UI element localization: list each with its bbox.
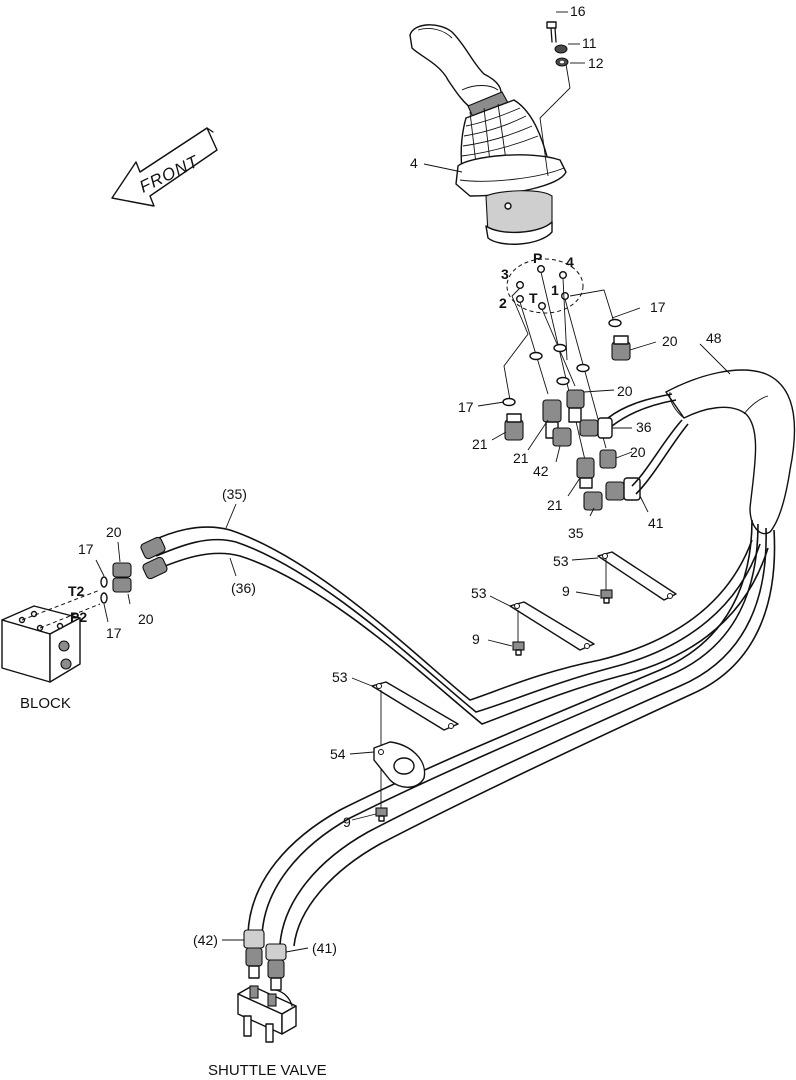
callout-17: 17 bbox=[78, 541, 94, 557]
screw-16 bbox=[546, 21, 557, 43]
callout-20: 20 bbox=[138, 611, 154, 627]
callout-20: 20 bbox=[617, 383, 633, 399]
block bbox=[1, 589, 101, 683]
callout-17: 17 bbox=[458, 399, 474, 415]
port-group bbox=[503, 258, 615, 461]
callout-53: 53 bbox=[332, 669, 348, 685]
hose-end-35 bbox=[140, 536, 166, 560]
long-hoses bbox=[149, 519, 776, 947]
adapter-20 bbox=[566, 389, 585, 423]
adapter-20 bbox=[611, 335, 631, 361]
bracket-53 bbox=[597, 551, 677, 601]
callout-17: 17 bbox=[106, 625, 122, 641]
callout-42-ref: (42) bbox=[193, 932, 218, 948]
clamp-54 bbox=[373, 741, 426, 788]
callout-35: 35 bbox=[568, 525, 584, 541]
o-ring-17 bbox=[100, 592, 108, 604]
adapter-20 bbox=[112, 577, 132, 593]
callout-9: 9 bbox=[343, 814, 351, 830]
o-ring bbox=[576, 363, 590, 373]
o-ring bbox=[529, 351, 543, 361]
hose-fitting-35 bbox=[583, 491, 603, 511]
callout-20: 20 bbox=[106, 524, 122, 540]
adapter-20 bbox=[112, 562, 132, 578]
bracket-53 bbox=[371, 681, 459, 731]
callout-35-ref: (35) bbox=[222, 486, 247, 502]
callout-42: 42 bbox=[533, 463, 549, 479]
callout-21: 21 bbox=[472, 436, 488, 452]
joystick-lever bbox=[409, 24, 567, 245]
shuttle-valve-caption: SHUTTLE VALVE bbox=[208, 1062, 327, 1079]
port-t: T bbox=[529, 290, 538, 306]
callout-12: 12 bbox=[588, 55, 604, 71]
hose-fitting-41 bbox=[605, 477, 641, 501]
callout-16: 16 bbox=[570, 3, 586, 19]
adapter-21 bbox=[576, 457, 595, 489]
port-2: 2 bbox=[499, 295, 507, 311]
callout-36: 36 bbox=[636, 419, 652, 435]
hose-end-42 bbox=[243, 929, 265, 979]
port-1: 1 bbox=[551, 282, 559, 298]
o-ring-17 bbox=[608, 318, 622, 328]
bracket-53 bbox=[509, 601, 595, 651]
callout-11: 11 bbox=[582, 35, 597, 51]
shuttle-valve bbox=[237, 985, 297, 1043]
port-p2: P2 bbox=[70, 609, 87, 625]
callout-41-ref: (41) bbox=[312, 940, 337, 956]
callout-9: 9 bbox=[562, 583, 570, 599]
o-ring-17 bbox=[502, 397, 516, 407]
bolt-9 bbox=[600, 589, 613, 604]
callout-17: 17 bbox=[650, 299, 666, 315]
port-p: P bbox=[533, 250, 542, 266]
port-4: 4 bbox=[566, 254, 574, 270]
o-ring bbox=[556, 376, 570, 386]
washer-11 bbox=[554, 44, 568, 54]
hose-end-41 bbox=[265, 943, 287, 991]
callout-53: 53 bbox=[471, 585, 487, 601]
callout-48: 48 bbox=[706, 330, 722, 346]
hose-bundle-48 bbox=[607, 369, 796, 535]
bolt-9 bbox=[375, 807, 388, 822]
callout-21: 21 bbox=[513, 450, 529, 466]
callout-53: 53 bbox=[553, 553, 569, 569]
bolt-9 bbox=[512, 641, 525, 656]
port-t2: T2 bbox=[68, 583, 85, 599]
port-3: 3 bbox=[501, 266, 509, 282]
hose-end-36 bbox=[142, 556, 168, 580]
hose-fitting-42 bbox=[552, 427, 572, 447]
callout-20: 20 bbox=[630, 444, 646, 460]
adapter-21 bbox=[504, 413, 524, 441]
callout-54: 54 bbox=[330, 746, 346, 762]
callout-4: 4 bbox=[410, 155, 418, 171]
o-ring bbox=[553, 343, 567, 353]
callout-9: 9 bbox=[472, 631, 480, 647]
hose-fitting-36 bbox=[579, 417, 613, 439]
o-ring-17 bbox=[100, 576, 108, 588]
adapter-20 bbox=[599, 449, 617, 469]
callout-36-ref: (36) bbox=[231, 580, 256, 596]
callout-41: 41 bbox=[648, 515, 664, 531]
callout-21: 21 bbox=[547, 497, 563, 513]
block-caption: BLOCK bbox=[20, 695, 71, 712]
callout-20: 20 bbox=[662, 333, 678, 349]
front-arrow: FRONT bbox=[111, 127, 218, 207]
